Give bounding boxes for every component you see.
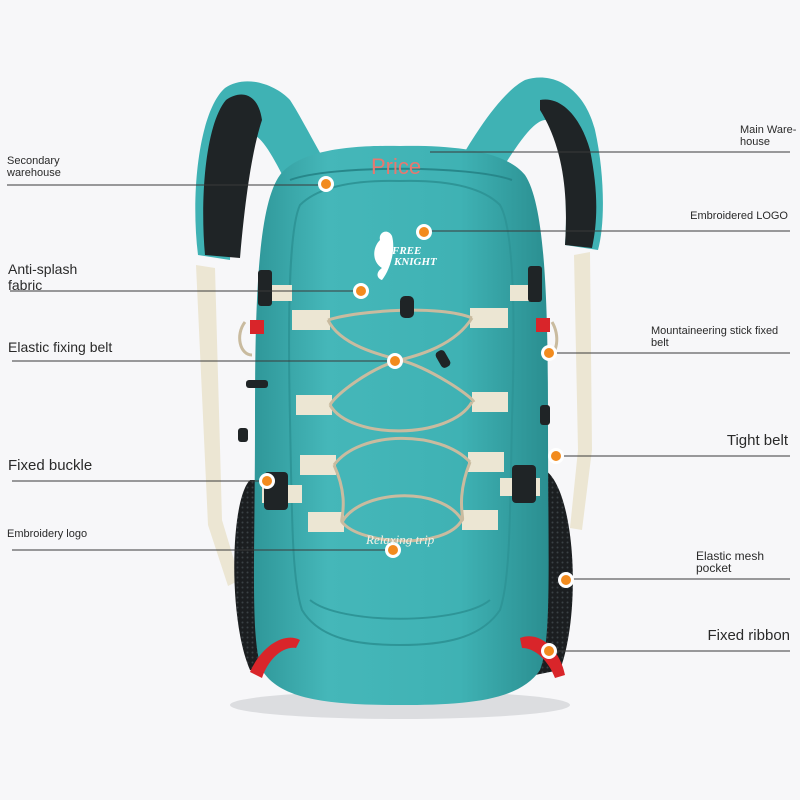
price-label: Price (371, 154, 422, 179)
label-elastic-mesh-pocket: Elastic mesh pocket (696, 549, 765, 575)
label-secondary-warehouse: Secondary warehouse (7, 155, 61, 179)
leader-lines (7, 151, 790, 652)
script-logo: Relaxing trip (366, 532, 435, 547)
logo-text: FREE KNIGHT (392, 246, 437, 268)
label-embroidery-logo: Embroidery logo (7, 528, 88, 540)
side-webbing (250, 266, 550, 510)
logo-line1: FREE (392, 245, 422, 257)
label-tight-belt: Tight belt (726, 432, 788, 449)
left-shoulder-strap (195, 81, 330, 586)
logo-line2: KNIGHT (394, 256, 437, 268)
free-knight-logo (374, 231, 394, 280)
feature-markers (259, 176, 574, 659)
cord-lock (400, 296, 414, 318)
label-main-warehouse: Main Ware- house (740, 124, 797, 148)
label-fixed-ribbon: Fixed ribbon (707, 627, 790, 644)
bungee-cord (326, 308, 476, 543)
label-embroidered-logo: Embroidered LOGO (690, 210, 788, 222)
label-mountaineering-stick-fixed-belt: Mountaineering stick fixed belt (651, 325, 779, 349)
label-fixed-buckle: Fixed buckle (8, 457, 93, 474)
right-red-ribbon (520, 636, 565, 678)
right-shoulder-strap (460, 77, 603, 530)
label-elastic-fixing-belt: Elastic fixing belt (8, 339, 113, 355)
front-webbing-loops (292, 308, 508, 532)
backpack-body (253, 145, 549, 706)
label-anti-splash-fabric: Anti-splash fabric (8, 261, 78, 293)
left-red-ribbon (250, 637, 300, 678)
